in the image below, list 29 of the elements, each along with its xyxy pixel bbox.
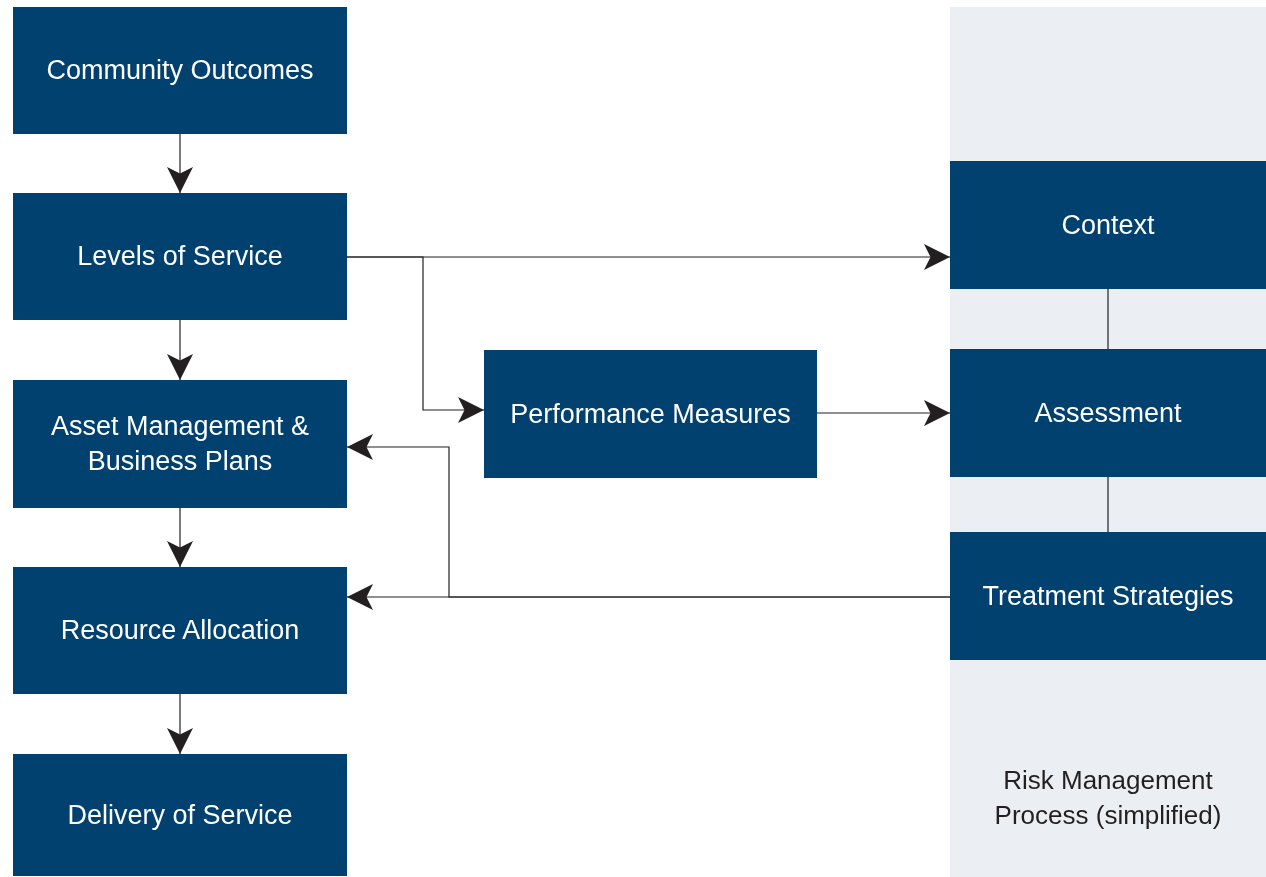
box-label: Resource Allocation: [60, 614, 300, 647]
process-box: [13, 380, 347, 508]
arrow: [167, 319, 193, 381]
box-label: Performance Measures: [510, 397, 791, 431]
group-panel: [950, 7, 1266, 877]
arrow: [816, 400, 951, 426]
panel-label: Risk Management Process (simplified): [993, 764, 1223, 832]
process-box: [13, 7, 347, 134]
box-label: Context: [1061, 208, 1155, 242]
box-label: Treatment Strategies: [982, 579, 1234, 613]
process-box: [950, 532, 1266, 660]
box-label: Community Outcomes: [46, 54, 314, 87]
box-label: Asset Management & Business Plans: [49, 410, 311, 478]
process-box: [950, 161, 1266, 289]
box-label: Delivery of Service: [67, 798, 293, 832]
arrow: [346, 256, 485, 423]
box-label: Assessment: [1034, 396, 1182, 430]
arrow: [167, 507, 193, 568]
process-box: [13, 754, 347, 876]
process-box: [13, 193, 347, 320]
box-label: Levels of Service: [77, 240, 283, 273]
arrow: [167, 693, 193, 755]
connector-line: [1107, 288, 1109, 350]
arrow: [167, 133, 193, 194]
process-box: [13, 567, 347, 694]
connector-line: [1107, 476, 1109, 533]
process-box: [950, 349, 1266, 477]
process-box: [484, 350, 817, 478]
arrow: [346, 434, 951, 598]
